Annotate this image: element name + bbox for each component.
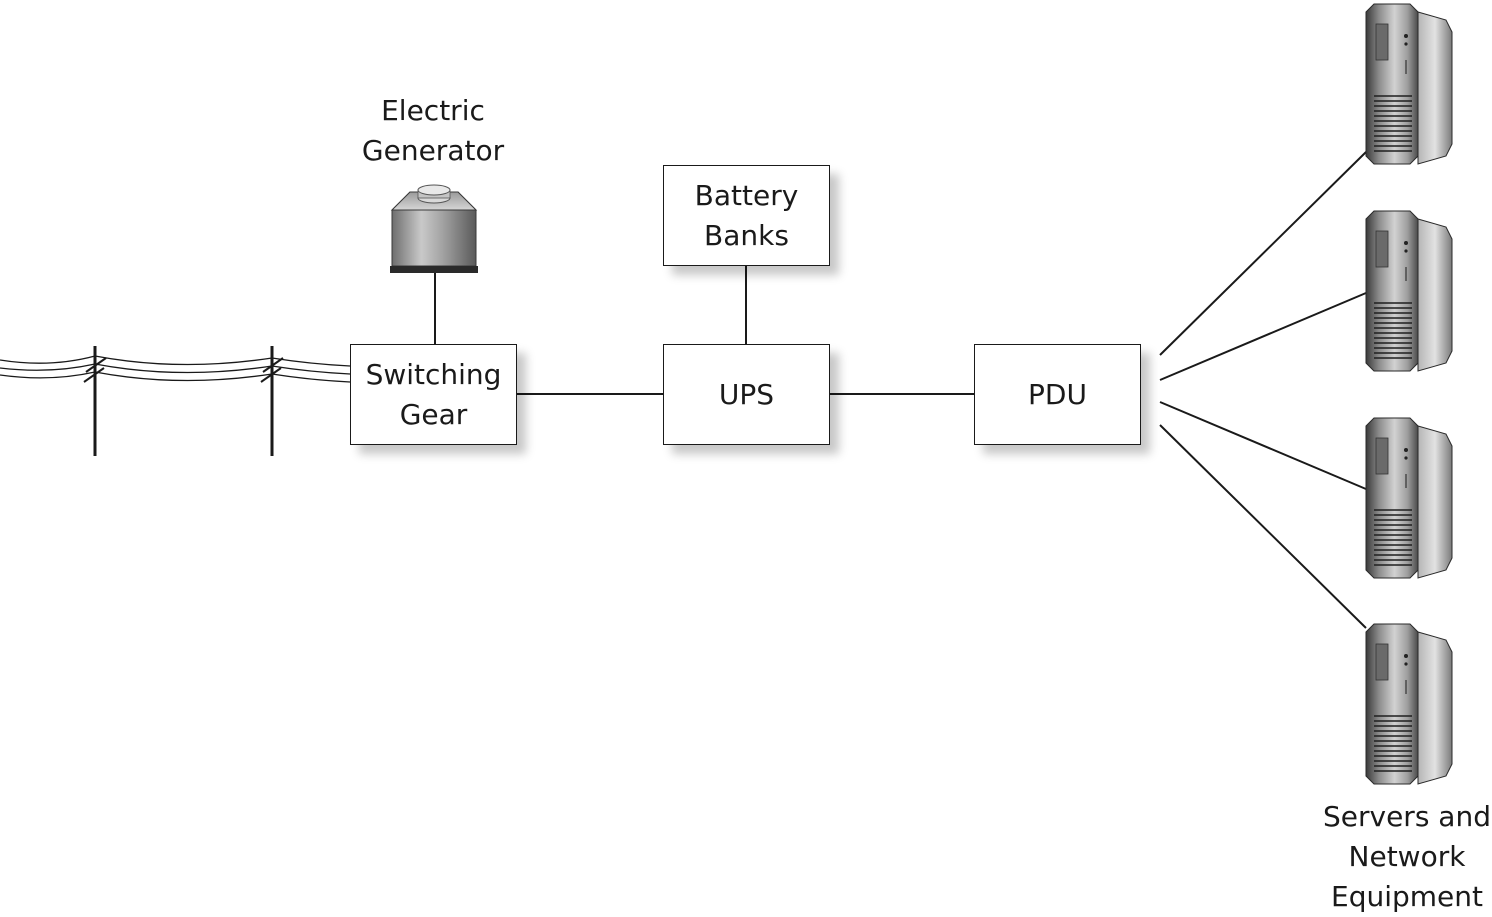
utility-pole-icon — [83, 346, 107, 456]
server-tower-icon — [1365, 417, 1453, 579]
label-line: Battery — [694, 178, 799, 212]
pdu-server-links — [1159, 151, 1367, 629]
electric-generator-label: Electric Generator — [343, 91, 523, 171]
utility-pole-icon — [260, 346, 284, 456]
label-line: PDU — [1028, 377, 1087, 411]
label-line: Equipment — [1331, 880, 1483, 913]
label-line: Servers and — [1323, 800, 1491, 833]
switching-gear-box: Switching Gear — [350, 344, 517, 445]
power-line-wires — [0, 355, 351, 383]
label-line: UPS — [718, 377, 775, 411]
label-line: Switching — [365, 357, 502, 391]
server-tower-icon — [1365, 623, 1453, 785]
server-tower-icon — [1365, 3, 1453, 165]
generator-icon — [390, 184, 478, 273]
label-line: Gear — [399, 397, 468, 431]
battery-banks-box: Battery Banks — [663, 165, 830, 266]
label-line: Generator — [361, 134, 505, 167]
label-line: Banks — [704, 218, 789, 252]
pdu-box: PDU — [974, 344, 1141, 445]
label-line: Network — [1348, 840, 1466, 873]
label-line: Electric — [381, 94, 485, 127]
ups-box: UPS — [663, 344, 830, 445]
server-tower-icon — [1365, 210, 1453, 372]
servers-label: Servers and Network Equipment — [1322, 797, 1492, 917]
